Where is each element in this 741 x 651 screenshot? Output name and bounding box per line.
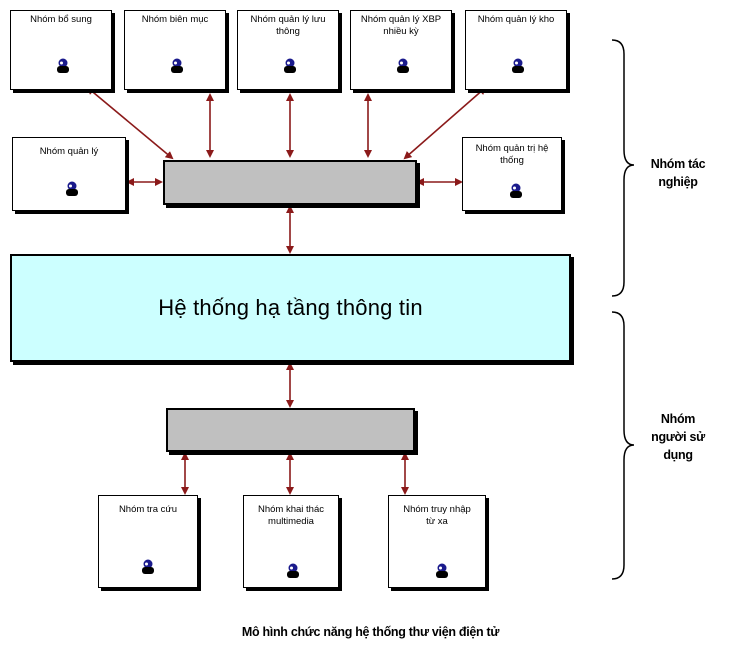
group-label: Nhóm quản lý kho bbox=[477, 14, 555, 25]
group-label: Nhóm khai thác multimedia bbox=[258, 504, 325, 527]
upper-hub bbox=[163, 160, 417, 205]
user-group-icon bbox=[142, 559, 154, 574]
bracket-users bbox=[611, 311, 635, 580]
group-box-bien-muc: Nhóm biên mục bbox=[124, 10, 226, 90]
group-label: Nhóm biên mục bbox=[141, 14, 209, 25]
infrastructure-box: Hệ thống hạ tầng thông tin bbox=[10, 254, 571, 362]
group-label: Nhóm truy nhập từ xa bbox=[403, 504, 471, 527]
group-label: Nhóm quản lý bbox=[39, 146, 99, 157]
bracket-operations bbox=[611, 39, 635, 297]
group-box-bo-sung: Nhóm bổ sung bbox=[10, 10, 112, 90]
user-group-icon bbox=[66, 181, 78, 196]
group-label: Nhóm quản lý XBP nhiều kỳ bbox=[360, 14, 442, 37]
group-box-khai-thac-multimedia: Nhóm khai thác multimedia bbox=[243, 495, 339, 588]
user-group-icon bbox=[284, 58, 296, 73]
user-group-icon bbox=[510, 183, 522, 198]
arrow-kho bbox=[403, 86, 487, 160]
group-box-quan-ly-xbp: Nhóm quản lý XBP nhiều kỳ bbox=[350, 10, 452, 90]
user-group-icon bbox=[512, 58, 524, 73]
user-group-icon bbox=[397, 58, 409, 73]
group-label: Nhóm tra cứu bbox=[118, 504, 178, 515]
group-label: Nhóm quản lý lưu thông bbox=[250, 14, 326, 37]
arrow-bo-sung bbox=[86, 86, 174, 160]
group-box-quan-ly-kho: Nhóm quản lý kho bbox=[465, 10, 567, 90]
lower-hub bbox=[166, 408, 415, 452]
user-group-icon bbox=[171, 58, 183, 73]
group-box-quan-tri-he-thong: Nhóm quản trị hệ thống bbox=[462, 137, 562, 211]
infrastructure-label: Hệ thống hạ tầng thông tin bbox=[158, 295, 423, 320]
group-box-tra-cuu: Nhóm tra cứu bbox=[98, 495, 198, 588]
user-group-icon bbox=[287, 563, 299, 578]
group-box-truy-nhap-tu-xa: Nhóm truy nhập từ xa bbox=[388, 495, 486, 588]
user-group-icon bbox=[436, 563, 448, 578]
group-label: Nhóm bổ sung bbox=[30, 14, 92, 25]
group-box-quan-ly: Nhóm quản lý bbox=[12, 137, 126, 211]
diagram-caption: Mô hình chức năng hệ thống thư viện điện… bbox=[241, 625, 500, 639]
user-group-icon bbox=[57, 58, 69, 73]
group-label: Nhóm quản trị hệ thống bbox=[475, 143, 549, 166]
bracket-label-operations: Nhóm tác nghiệp bbox=[650, 157, 706, 189]
bracket-label-users: Nhóm người sử dụng bbox=[651, 412, 705, 462]
group-box-quan-ly-luu-thong: Nhóm quản lý lưu thông bbox=[237, 10, 339, 90]
